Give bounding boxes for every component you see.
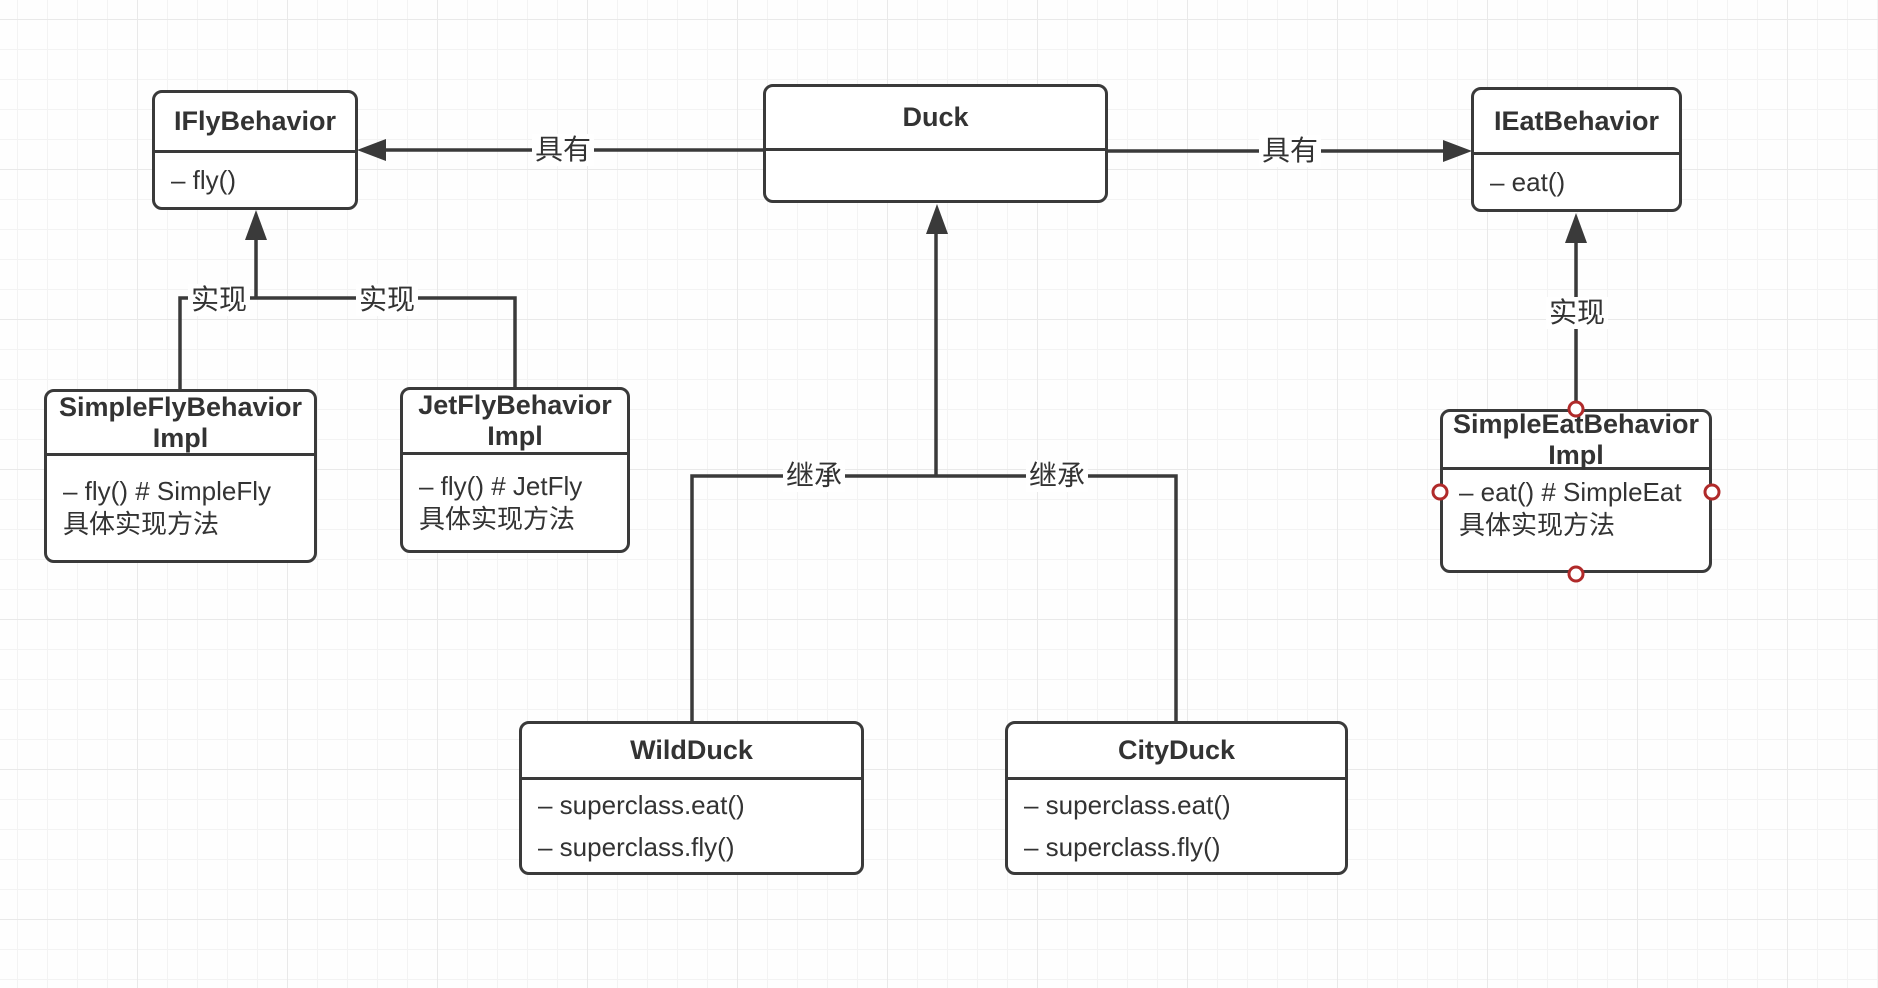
class-title: CityDuck [1008, 724, 1345, 780]
class-title: Duck [766, 87, 1105, 151]
class-title: JetFlyBehavior Impl [403, 390, 627, 455]
class-title: WildDuck [522, 724, 861, 780]
class-method: – superclass.eat() [538, 789, 745, 820]
connection-handle-bottom[interactable] [1567, 565, 1585, 583]
class-title: IEatBehavior [1474, 90, 1679, 155]
class-method: – fly() # JetFly 具体实现方法 [419, 470, 583, 534]
class-box-simpleflybehaviorimpl[interactable]: SimpleFlyBehavior Impl – fly() # SimpleF… [44, 389, 317, 563]
class-box-wildduck[interactable]: WildDuck – superclass.eat() – superclass… [519, 721, 864, 875]
edge-label-has-right[interactable]: 具有 [1258, 135, 1322, 167]
edge-label-realize-fly-right[interactable]: 实现 [355, 284, 419, 316]
class-method: – fly() # SimpleFly 具体实现方法 [63, 476, 272, 539]
connection-handle-top[interactable] [1567, 400, 1585, 418]
class-title: IFlyBehavior [155, 93, 355, 153]
class-method: – eat() [1490, 166, 1566, 197]
class-method: – fly() [171, 164, 236, 195]
edge-label-realize-eat[interactable]: 实现 [1545, 297, 1609, 329]
class-body-empty [766, 151, 1105, 200]
class-title: SimpleFlyBehavior Impl [47, 392, 314, 456]
class-box-ieatbehavior[interactable]: IEatBehavior – eat() [1471, 87, 1682, 212]
connection-handle-left[interactable] [1431, 483, 1449, 501]
class-title: SimpleEatBehavior Impl [1443, 409, 1709, 470]
class-method: – superclass.eat() [1024, 789, 1231, 820]
class-method: – superclass.fly() [1024, 831, 1221, 862]
connection-handle-right[interactable] [1703, 483, 1721, 501]
edge-label-has-left[interactable]: 具有 [531, 134, 595, 166]
class-method: – superclass.fly() [538, 831, 735, 862]
edge-label-realize-fly-left[interactable]: 实现 [187, 284, 251, 316]
class-box-simpleeatbehaviorimpl[interactable]: SimpleEatBehavior Impl – eat() # SimpleE… [1440, 409, 1712, 573]
class-method: – eat() # SimpleEat 具体实现方法 [1459, 477, 1682, 540]
edge-inherit-duck[interactable] [690, 204, 1178, 721]
class-box-cityduck[interactable]: CityDuck – superclass.eat() – superclass… [1005, 721, 1348, 875]
class-box-iflybehavior[interactable]: IFlyBehavior – fly() [152, 90, 358, 210]
edge-label-inherit-right[interactable]: 继承 [1025, 460, 1089, 492]
edge-label-inherit-left[interactable]: 继承 [782, 460, 846, 492]
class-box-jetflybehaviorimpl[interactable]: JetFlyBehavior Impl – fly() # JetFly 具体实… [400, 387, 630, 553]
class-box-duck[interactable]: Duck [763, 84, 1108, 203]
